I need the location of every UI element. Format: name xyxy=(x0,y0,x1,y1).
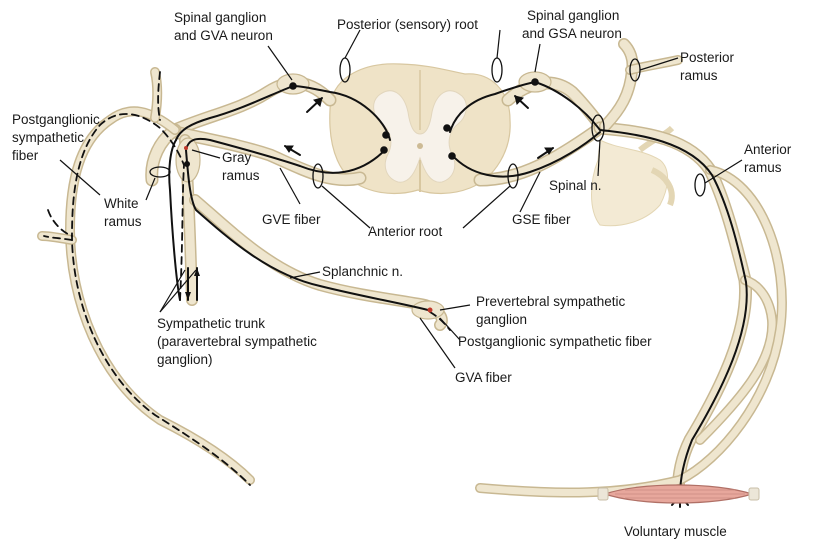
label-white-ramus: White xyxy=(104,196,139,211)
label-gray-ramus: Gray xyxy=(222,150,252,165)
label-spinal-ganglion-gsa-2: and GSA neuron xyxy=(522,26,622,41)
label-anterior-ramus: Anterior xyxy=(744,142,792,157)
label-voluntary-muscle: Voluntary muscle xyxy=(624,524,727,539)
label-postganglionic-3: fiber xyxy=(12,148,39,163)
label-postganglionic-2: sympathetic xyxy=(12,130,84,145)
label-gve-fiber: GVE fiber xyxy=(262,212,321,227)
label-anterior-root: Anterior root xyxy=(368,224,443,239)
label-gva-fiber: GVA fiber xyxy=(455,370,512,385)
label-gray-ramus-2: ramus xyxy=(222,168,260,183)
label-white-ramus-2: ramus xyxy=(104,214,142,229)
label-posterior-ramus-2: ramus xyxy=(680,68,718,83)
label-spinal-ganglion-gva-2: and GVA neuron xyxy=(174,28,273,43)
label-posterior-ramus: Posterior xyxy=(680,50,735,65)
label-sympathetic-trunk: Sympathetic trunk xyxy=(157,316,265,331)
label-prevertebral-2: ganglion xyxy=(476,312,527,327)
label-sympathetic-trunk-3: ganglion) xyxy=(157,352,213,367)
label-sympathetic-trunk-2: (paravertebral sympathetic xyxy=(157,334,317,349)
label-spinal-ganglion-gsa: Spinal ganglion xyxy=(527,8,619,23)
label-spinal-ganglion-gva: Spinal ganglion xyxy=(174,10,266,25)
label-splanchnic: Splanchnic n. xyxy=(322,264,403,279)
label-spinal-n: Spinal n. xyxy=(549,178,602,193)
label-gse-fiber: GSE fiber xyxy=(512,212,571,227)
label-prevertebral: Prevertebral sympathetic xyxy=(476,294,626,309)
label-anterior-ramus-2: ramus xyxy=(744,160,782,175)
label-postganglionic: Postganglionic xyxy=(12,112,100,127)
label-postganglionic-fiber: Postganglionic sympathetic fiber xyxy=(458,334,652,349)
label-posterior-root: Posterior (sensory) root xyxy=(337,17,478,32)
